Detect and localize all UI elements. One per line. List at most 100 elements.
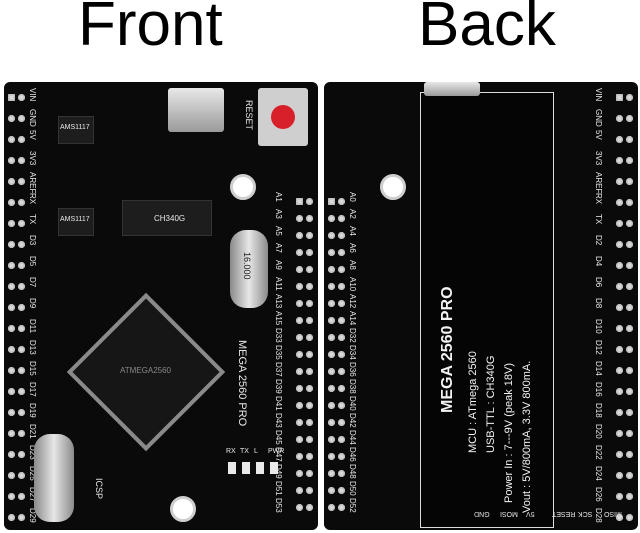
header-pin (8, 514, 15, 521)
led-label: RX (226, 448, 236, 455)
reset-button-cap (271, 105, 295, 129)
header-pin (296, 402, 303, 409)
reset-button[interactable] (258, 88, 308, 146)
crystal-2 (34, 434, 74, 522)
header-pin (338, 300, 345, 307)
header-pin (18, 409, 25, 416)
pin-label: D32 (348, 328, 357, 343)
header-pin (306, 317, 313, 324)
header-pin (616, 430, 623, 437)
pin-label: A10 (348, 277, 357, 292)
pin-label: TX (594, 214, 603, 225)
header-pin (328, 385, 335, 392)
header-pin (8, 304, 15, 311)
header-pin (626, 325, 633, 332)
pin-label: D20 (594, 424, 603, 439)
header-pin (616, 325, 623, 332)
back-mounting-hole-top (380, 174, 406, 200)
header-pin (626, 514, 633, 521)
header-pin (18, 262, 25, 269)
pin-label: 3V3 (28, 151, 37, 166)
pin-label: VIN (594, 88, 603, 102)
pin-label: D26 (594, 487, 603, 502)
pin-label: D19 (28, 403, 37, 418)
pin-label: D8 (594, 298, 603, 309)
pin-label: D4 (594, 256, 603, 267)
pin-label: A8 (348, 260, 357, 270)
header-pin (338, 419, 345, 426)
header-pin (328, 368, 335, 375)
header-pin (626, 178, 633, 185)
header-pin (8, 283, 15, 290)
header-pin (626, 94, 633, 101)
pin-label: 5V (28, 130, 37, 140)
pin-label: AREF (28, 172, 37, 194)
header-pin (8, 409, 15, 416)
header-pin (616, 346, 623, 353)
pin-label: D51 (274, 481, 283, 496)
header-pin (338, 317, 345, 324)
header-pin (616, 388, 623, 395)
header-pin (8, 157, 15, 164)
header-pin (338, 487, 345, 494)
header-pin (8, 199, 15, 206)
pin-label: D16 (594, 382, 603, 397)
pin-label: D52 (348, 498, 357, 513)
pin-label: TX (28, 214, 37, 225)
header-pin (616, 367, 623, 374)
header-pin (296, 198, 303, 205)
pin-label: A7 (274, 243, 283, 253)
header-pin (338, 334, 345, 341)
pin-label: D27 (28, 487, 37, 502)
header-pin (8, 94, 15, 101)
header-pin (18, 451, 25, 458)
header-pin (306, 470, 313, 477)
pin-label: D5 (28, 256, 37, 267)
header-pin (296, 266, 303, 273)
icsp-pin-label: RESET (552, 510, 576, 517)
header-pin (626, 409, 633, 416)
header-pin (296, 351, 303, 358)
pin-label: D44 (348, 430, 357, 445)
header-pin (18, 241, 25, 248)
pin-label: D38 (348, 379, 357, 394)
spec-vout: Vout : 5V/800mA, 3.3V 800mA. (521, 360, 533, 513)
pin-label: 3V3 (594, 151, 603, 166)
header-pin (616, 283, 623, 290)
pin-label: D13 (28, 340, 37, 355)
header-pin (18, 115, 25, 122)
led-label: TX (240, 448, 249, 455)
mcu-marking: ATMEGA2560 (120, 366, 171, 375)
icsp-pin-label: MOSI (500, 510, 518, 517)
pin-label: D29 (28, 508, 37, 523)
header-pin (328, 436, 335, 443)
header-pin (306, 334, 313, 341)
header-pin (338, 385, 345, 392)
pin-label: A6 (348, 243, 357, 253)
pin-label: D33 (274, 328, 283, 343)
header-pin (18, 178, 25, 185)
icsp-label: ICSP (94, 478, 104, 500)
header-pin (306, 351, 313, 358)
header-pin (8, 241, 15, 248)
header-pin (8, 136, 15, 143)
header-pin (18, 367, 25, 374)
header-pin (616, 451, 623, 458)
header-pin (338, 504, 345, 511)
pin-label: D7 (28, 277, 37, 288)
pin-label: A12 (348, 294, 357, 309)
pin-label: D18 (594, 403, 603, 418)
header-pin (626, 115, 633, 122)
header-pin (328, 504, 335, 511)
header-pin (616, 472, 623, 479)
header-pin (306, 436, 313, 443)
pin-label: AREF (594, 172, 603, 194)
header-pin (328, 249, 335, 256)
pin-label: D28 (594, 508, 603, 523)
spec-title: MEGA 2560 PRO (439, 286, 456, 413)
header-pin (338, 283, 345, 290)
header-pin (18, 220, 25, 227)
pin-label: D17 (28, 382, 37, 397)
pin-label: D43 (274, 413, 283, 428)
header-pin (8, 325, 15, 332)
